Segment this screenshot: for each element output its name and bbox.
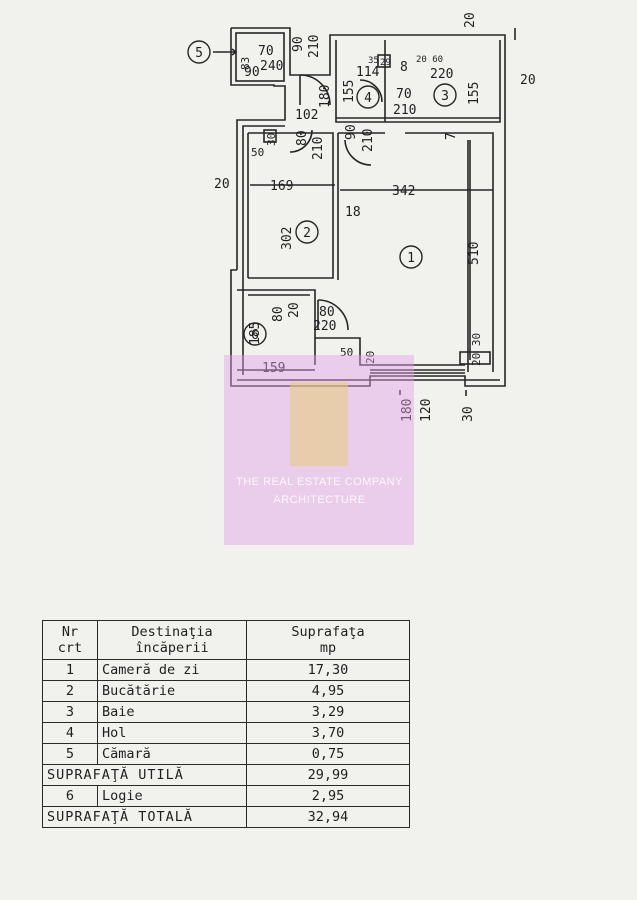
dim-label: 20	[364, 351, 377, 364]
dim-label: 80	[271, 306, 286, 322]
dim-label: 35	[368, 56, 379, 66]
dim-label: 80	[295, 130, 310, 146]
room-5-number: 5	[195, 46, 203, 61]
dim-label: 210	[393, 103, 416, 118]
row-area: 3,70	[246, 722, 410, 744]
table-row: 4 Hol 3,70	[42, 722, 410, 744]
row-area: 0,75	[246, 743, 410, 765]
dim-label: 20 30	[470, 333, 483, 366]
total-area-value: 32,94	[246, 806, 410, 828]
dim-label: 7	[444, 132, 459, 140]
row-area: 4,95	[246, 680, 410, 702]
dim-label: 8	[400, 60, 408, 75]
table-row: 1 Cameră de zi 17,30	[42, 659, 410, 681]
floor-plan: 1 2 3 4 5 6 20 20 20 70 240 90 210 83 90…	[187, 12, 536, 422]
useful-area-label: SUPRAFAŢĂ UTILĂ	[42, 764, 247, 786]
dim-label: 220	[313, 319, 336, 334]
room-2-number: 2	[303, 226, 311, 241]
room-1-marker	[399, 245, 423, 269]
dim-label: 30	[265, 133, 278, 146]
total-area-row: SUPRAFAŢĂ TOTALĂ 32,94	[42, 806, 410, 828]
row-nr: 6	[42, 785, 98, 807]
dim-label: 20	[214, 177, 230, 192]
watermark-company-name: THE REAL ESTATE COMPANY	[236, 476, 403, 488]
dim-label: 159	[262, 361, 285, 376]
room-1-number: 1	[407, 251, 415, 266]
dim-label: 180	[400, 399, 415, 422]
dim-label: 80	[319, 305, 335, 320]
dim-label: 70	[396, 87, 412, 102]
row-nr: 4	[42, 722, 98, 744]
room-6-number: 6	[251, 328, 259, 343]
dim-label: 120	[419, 399, 434, 422]
dim-label: 510	[467, 242, 482, 265]
row-area: 17,30	[246, 659, 410, 681]
row-nr: 2	[42, 680, 98, 702]
row-name: Bucătărie	[97, 680, 247, 702]
dim-label: 114	[356, 65, 380, 80]
dim-label: 70	[258, 44, 274, 59]
room-5-marker	[187, 40, 211, 64]
room-2-marker	[295, 220, 319, 244]
room-3-number: 3	[441, 89, 449, 104]
dim-label: 20	[520, 73, 536, 88]
useful-area-row: SUPRAFAŢĂ UTILĂ 29,99	[42, 764, 410, 786]
dim-label: 220	[430, 67, 453, 82]
row-nr: 5	[42, 743, 98, 765]
dim-label: 29	[380, 58, 391, 68]
dim-label: 240	[260, 59, 283, 74]
dim-label: 83	[239, 57, 252, 70]
watermark-logo-icon	[290, 382, 348, 466]
dim-label: 50	[340, 346, 353, 359]
dim-label: 210	[361, 129, 376, 152]
row-name: Baie	[97, 701, 247, 723]
room-4-number: 4	[364, 91, 372, 106]
dim-label: 210	[307, 35, 322, 58]
row-nr: 1	[42, 659, 98, 681]
dim-label: 20	[463, 12, 478, 28]
row-name: Cămară	[97, 743, 247, 765]
dim-label: 90	[344, 124, 359, 140]
loggia-row: 6 Logie 2,95	[42, 785, 410, 807]
table-row: 2 Bucătărie 4,95	[42, 680, 410, 702]
row-name: Cameră de zi	[97, 659, 247, 681]
dim-label: 20 60	[416, 55, 443, 65]
table-row: 5 Cămară 0,75	[42, 743, 410, 765]
dim-label: 155	[467, 82, 482, 105]
dim-label: 30	[461, 406, 476, 422]
total-area-label: SUPRAFAŢĂ TOTALĂ	[42, 806, 247, 828]
row-name: Hol	[97, 722, 247, 744]
dim-label: 20	[287, 302, 302, 318]
room-4-marker	[356, 85, 380, 109]
dim-label: 169	[270, 179, 293, 194]
row-area: 3,29	[246, 701, 410, 723]
room-6-marker	[243, 322, 267, 346]
row-name: Logie	[97, 785, 247, 807]
room-3-marker	[433, 83, 457, 107]
dim-label: 90	[291, 36, 306, 52]
dim-label: 155	[342, 80, 357, 103]
watermark-subtitle: ARCHITECTURE	[273, 494, 366, 506]
dim-label: 342	[392, 184, 415, 199]
row-area: 2,95	[246, 785, 410, 807]
dim-label: 185	[248, 322, 263, 345]
row-nr: 3	[42, 701, 98, 723]
dim-label: 50	[251, 146, 264, 159]
dim-label: 302	[280, 227, 295, 250]
dim-label: 210	[311, 137, 326, 160]
table-row: 3 Baie 3,29	[42, 701, 410, 723]
useful-area-value: 29,99	[246, 764, 410, 786]
dim-label: 102	[295, 108, 318, 123]
dim-label: 180	[318, 85, 333, 108]
dim-label: 90	[244, 65, 260, 80]
dim-label: 18	[345, 205, 361, 220]
